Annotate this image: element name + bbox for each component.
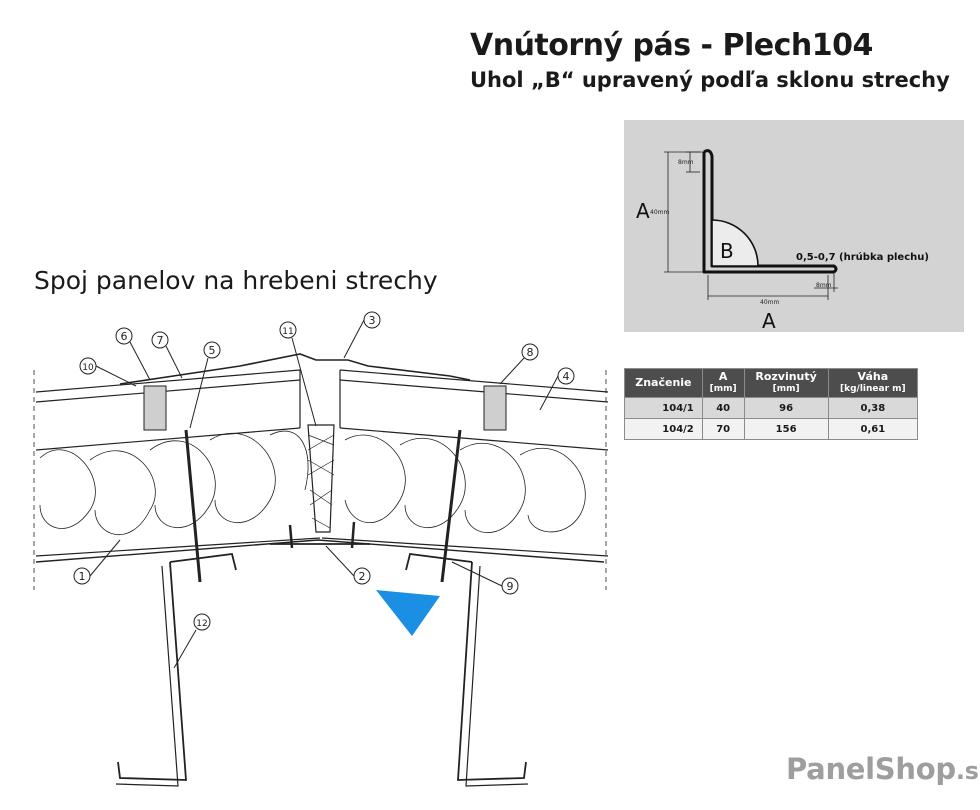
- svg-text:3: 3: [369, 314, 376, 327]
- table-header: Váha[kg/linear m]: [827, 368, 919, 398]
- pointer-arrow-icon: [376, 590, 440, 636]
- svg-text:9: 9: [507, 580, 514, 593]
- table-row: 104/1 40 96 0,38: [624, 397, 919, 419]
- callout-11: 11: [279, 321, 317, 427]
- callout-6: 6: [115, 327, 151, 381]
- section-title: Spoj panelov na hrebeni strechy: [34, 266, 438, 295]
- svg-text:4: 4: [563, 370, 570, 383]
- label-a-side: A: [636, 199, 650, 223]
- callout-8: 8: [499, 343, 539, 385]
- dim-side: 40mm: [650, 209, 669, 216]
- svg-text:12: 12: [196, 619, 207, 629]
- callout-10: 10: [79, 357, 137, 387]
- callout-7: 7: [151, 331, 183, 379]
- table-cell: 104/2: [624, 418, 703, 440]
- table-header: Rozvinutý[mm]: [743, 368, 829, 398]
- table-cell: 104/1: [624, 397, 703, 419]
- svg-text:6: 6: [121, 330, 128, 343]
- svg-text:10: 10: [82, 363, 94, 373]
- callout-2: 2: [325, 545, 371, 585]
- spec-table: Značenie A[mm] Rozvinutý[mm] Váha[kg/lin…: [624, 368, 919, 440]
- callout-12: 12: [173, 613, 211, 669]
- page-subtitle: Uhol „B“ upravený podľa sklonu strechy: [470, 68, 950, 92]
- gasket-right: [483, 385, 507, 431]
- svg-text:5: 5: [209, 344, 216, 357]
- brand-logo: PanelShop.sk: [786, 752, 980, 786]
- svg-text:7: 7: [157, 334, 164, 347]
- callout-1: 1: [73, 539, 121, 585]
- table-cell: 70: [701, 418, 745, 440]
- table-header: Značenie: [624, 368, 703, 398]
- label-b: B: [720, 239, 734, 263]
- dim-bottom: 40mm: [760, 299, 779, 306]
- callout-9: 9: [451, 561, 519, 595]
- table-cell: 0,61: [827, 418, 919, 440]
- callout-3: 3: [343, 311, 381, 359]
- table-header-row: Značenie A[mm] Rozvinutý[mm] Váha[kg/lin…: [624, 368, 919, 398]
- table-cell: 0,38: [827, 397, 919, 419]
- table-row: 104/2 70 156 0,61: [624, 418, 919, 440]
- angle-b-arc: [711, 219, 759, 267]
- callout-5: 5: [189, 341, 221, 429]
- dim-top: 8mm: [678, 159, 694, 166]
- svg-text:2: 2: [359, 570, 366, 583]
- svg-text:11: 11: [282, 327, 293, 337]
- table-cell: 40: [701, 397, 745, 419]
- table-cell: 96: [743, 397, 829, 419]
- page-title: Vnútorný pás - Plech104: [470, 28, 873, 63]
- profile-svg: B A A 8mm 40mm 40mm 8mm 0,5-0,7 (hrúbka …: [636, 149, 929, 333]
- table-header: A[mm]: [701, 368, 745, 398]
- ridge-joint-drawing: 1 2 3 4 5 6 7 8 9 10 11 12: [33, 311, 609, 787]
- gasket-left: [143, 385, 167, 431]
- dim-fold: 8mm: [816, 282, 832, 289]
- callout-4: 4: [539, 367, 575, 411]
- thickness-label: 0,5-0,7 (hrúbka plechu): [796, 251, 929, 263]
- profile-drawing: B A A 8mm 40mm 40mm 8mm 0,5-0,7 (hrúbka …: [624, 120, 964, 333]
- label-a-bottom: A: [762, 309, 776, 332]
- svg-text:8: 8: [527, 346, 534, 359]
- svg-text:1: 1: [79, 570, 86, 583]
- table-cell: 156: [743, 418, 829, 440]
